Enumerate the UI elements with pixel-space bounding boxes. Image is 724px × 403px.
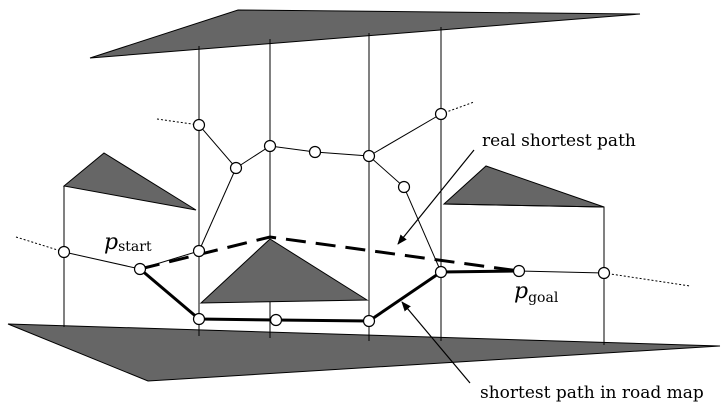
- node: [434, 265, 448, 279]
- p-goal-label: pgoal: [514, 279, 559, 306]
- left-building-roof-obstacle: [62, 152, 197, 211]
- road-map-path-arrow: [401, 301, 471, 384]
- node: [263, 139, 277, 153]
- shortest-path-in-road-map-label: shortest path in road map: [480, 383, 704, 403]
- road-map-nodes: [57, 107, 611, 328]
- node: [192, 244, 206, 258]
- node: [229, 161, 243, 175]
- node: [308, 145, 322, 159]
- node: [597, 266, 611, 280]
- top-slab-obstacle: [89, 9, 641, 59]
- right-building-roof-obstacle: [442, 165, 605, 208]
- node: [192, 118, 206, 132]
- road-map-shortest-path-line: [139, 267, 520, 323]
- node: [362, 149, 376, 163]
- node: [362, 314, 376, 328]
- middle-obstacle: [199, 238, 369, 304]
- node-p-start: [133, 262, 147, 276]
- node: [57, 245, 71, 259]
- real-path-arrow: [397, 149, 475, 245]
- node: [192, 312, 206, 326]
- node: [269, 313, 283, 327]
- right-building-walls: [443, 203, 605, 345]
- node-p-goal: [512, 264, 526, 278]
- bottom-slab-obstacle: [7, 323, 721, 382]
- node: [397, 180, 411, 194]
- real-shortest-path-label: real shortest path: [482, 131, 636, 151]
- node: [434, 107, 448, 121]
- p-start-label: pstart: [104, 230, 152, 255]
- real-shortest-path-line: [139, 235, 520, 273]
